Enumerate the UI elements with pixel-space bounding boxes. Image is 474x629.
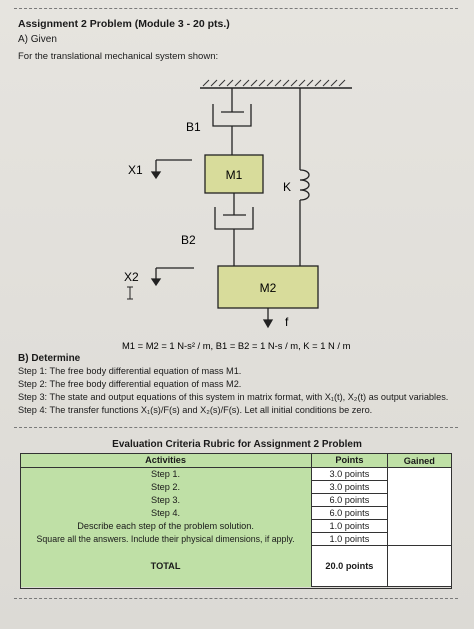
ground-hatch bbox=[202, 79, 346, 87]
points-cell: 6.0 points bbox=[311, 506, 388, 520]
intro-text: For the translational mechanical system … bbox=[18, 51, 219, 62]
label-b2: B2 bbox=[181, 233, 196, 247]
table-row: Step 1. 3.0 points bbox=[20, 467, 453, 546]
total-points: 20.0 points bbox=[311, 545, 388, 587]
activity-cell: Describe each step of the problem soluti… bbox=[20, 519, 313, 533]
label-b1: B1 bbox=[186, 120, 201, 134]
rubric-header-row: Activities Points Gained bbox=[20, 453, 453, 468]
section-given-heading: A) Given bbox=[18, 34, 57, 45]
step-2-text: Step 2: The free body differential equat… bbox=[18, 379, 242, 389]
bottom-divider bbox=[14, 598, 458, 599]
table-row: Square all the answers. Include their ph… bbox=[20, 532, 452, 546]
label-f: f bbox=[285, 315, 289, 329]
header-gained: Gained bbox=[386, 453, 453, 468]
gained-cell[interactable] bbox=[386, 467, 453, 546]
page-title: Assignment 2 Problem (Module 3 - 20 pts.… bbox=[18, 18, 230, 30]
section-determine-heading: B) Determine bbox=[18, 353, 81, 364]
total-row: TOTAL 20.0 points bbox=[20, 545, 453, 587]
table-row: Step 4. 6.0 points bbox=[20, 506, 452, 520]
step-1-text: Step 1: The free body differential equat… bbox=[18, 366, 242, 376]
mass-m2 bbox=[217, 265, 319, 309]
label-x1: X1 bbox=[128, 163, 143, 177]
force-arrow-icon bbox=[262, 308, 274, 329]
label-m2: M2 bbox=[260, 281, 277, 295]
activity-cell: Step 4. bbox=[20, 506, 313, 520]
step-4-text: Step 4: The transfer functions X₁(s)/F(s… bbox=[18, 405, 373, 415]
activity-cell: Step 2. bbox=[20, 480, 313, 494]
header-activities: Activities bbox=[20, 453, 313, 468]
total-gained-cell[interactable] bbox=[386, 545, 453, 587]
table-row: Step 3. 6.0 points bbox=[20, 493, 452, 507]
damper-b1 bbox=[212, 88, 252, 155]
total-label: TOTAL bbox=[20, 545, 313, 587]
points-cell: 6.0 points bbox=[311, 493, 388, 507]
x2-cursor-icon bbox=[127, 286, 133, 300]
points-cell: 3.0 points bbox=[311, 480, 388, 494]
rubric-table: Activities Points Gained Step 1. 3.0 poi… bbox=[20, 453, 453, 587]
step-3-text: Step 3: The state and output equations o… bbox=[18, 392, 449, 402]
x1-arrow-icon bbox=[150, 159, 192, 180]
table-row: Describe each step of the problem soluti… bbox=[20, 519, 452, 533]
x2-arrow-icon bbox=[150, 267, 194, 287]
activity-cell: Step 1. bbox=[20, 467, 313, 481]
damper-b2 bbox=[214, 193, 254, 266]
header-points: Points bbox=[311, 453, 388, 468]
top-divider bbox=[14, 8, 458, 9]
activity-cell: Square all the answers. Include their ph… bbox=[20, 532, 313, 546]
points-cell: 1.0 points bbox=[311, 532, 388, 546]
middle-divider bbox=[14, 427, 458, 428]
label-x2: X2 bbox=[124, 270, 139, 284]
parameters-text: M1 = M2 = 1 N-s² / m, B1 = B2 = 1 N-s / … bbox=[122, 340, 351, 351]
rubric-title: Evaluation Criteria Rubric for Assignmen… bbox=[112, 439, 362, 450]
mechanical-system-diagram: B1 M1 X1 B2 K M2 X2 f bbox=[122, 79, 352, 351]
spring-k bbox=[299, 88, 310, 266]
points-cell: 1.0 points bbox=[311, 519, 388, 533]
label-k: K bbox=[283, 180, 291, 194]
points-cell: 3.0 points bbox=[311, 467, 388, 481]
table-row: Step 2. 3.0 points bbox=[20, 480, 452, 494]
label-m1: M1 bbox=[226, 168, 243, 182]
activity-cell: Step 3. bbox=[20, 493, 313, 507]
